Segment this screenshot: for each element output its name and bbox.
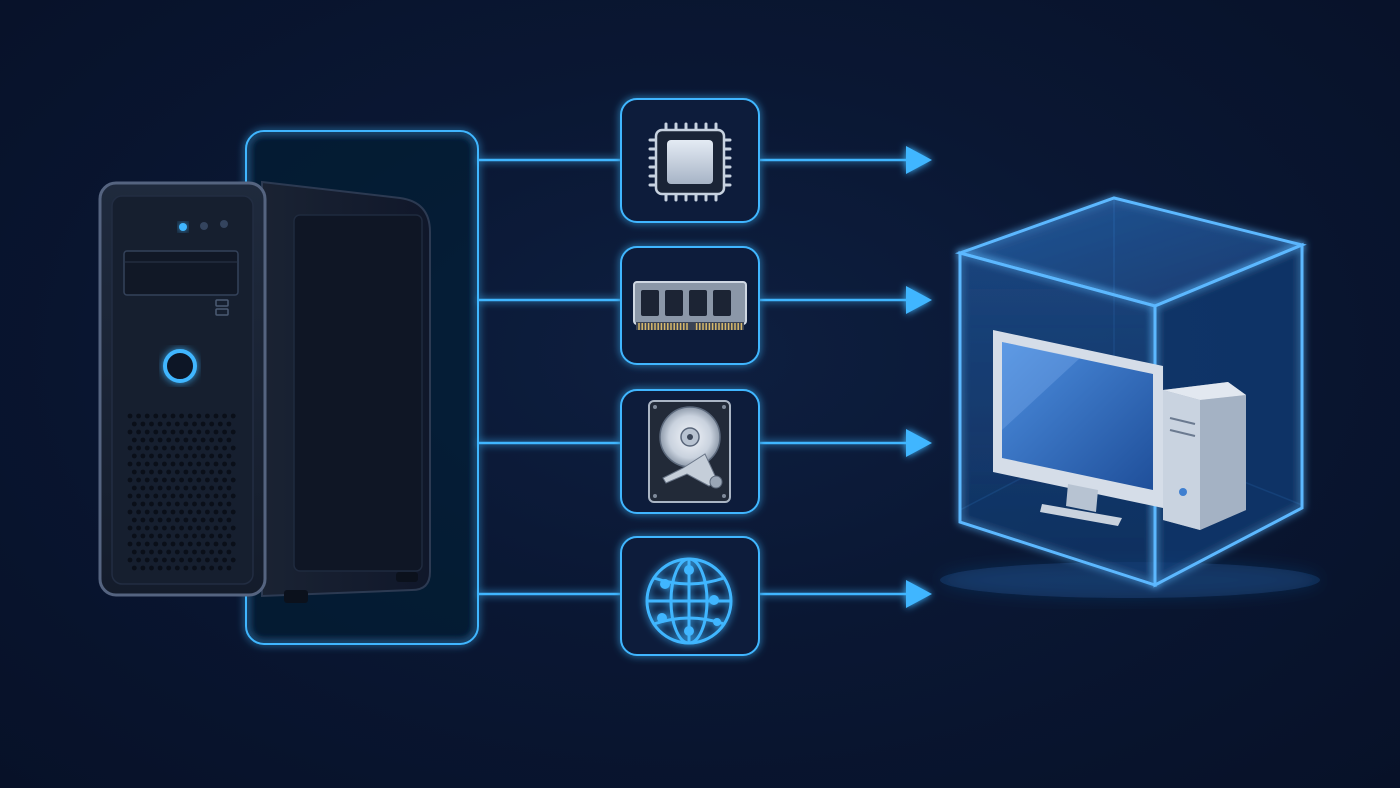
ram-module-icon: [633, 281, 747, 330]
cpu-chip-icon: [648, 122, 732, 202]
desktop-tower-icon: [98, 180, 431, 603]
arrow-cpu: [760, 146, 932, 174]
globe-network-icon: [645, 557, 733, 645]
virtual-machine-cube-icon: [940, 196, 1320, 598]
mini-tower-icon: [1163, 382, 1246, 530]
power-led: [179, 223, 187, 231]
arrow-storage: [760, 429, 932, 457]
resource-box-network: [620, 536, 760, 656]
resource-box-storage: [620, 389, 760, 514]
drive-bay: [123, 250, 239, 296]
hard-drive-icon: [648, 400, 731, 503]
resource-arrows: [760, 146, 932, 608]
resource-box-cpu: [620, 98, 760, 223]
resource-box-memory: [620, 246, 760, 365]
vent-mesh: [127, 413, 236, 571]
power-button: [163, 349, 197, 383]
arrow-memory: [760, 286, 932, 314]
arrow-network: [760, 580, 932, 608]
monitor-icon: [993, 330, 1163, 526]
bracket-connectors: [478, 158, 620, 596]
